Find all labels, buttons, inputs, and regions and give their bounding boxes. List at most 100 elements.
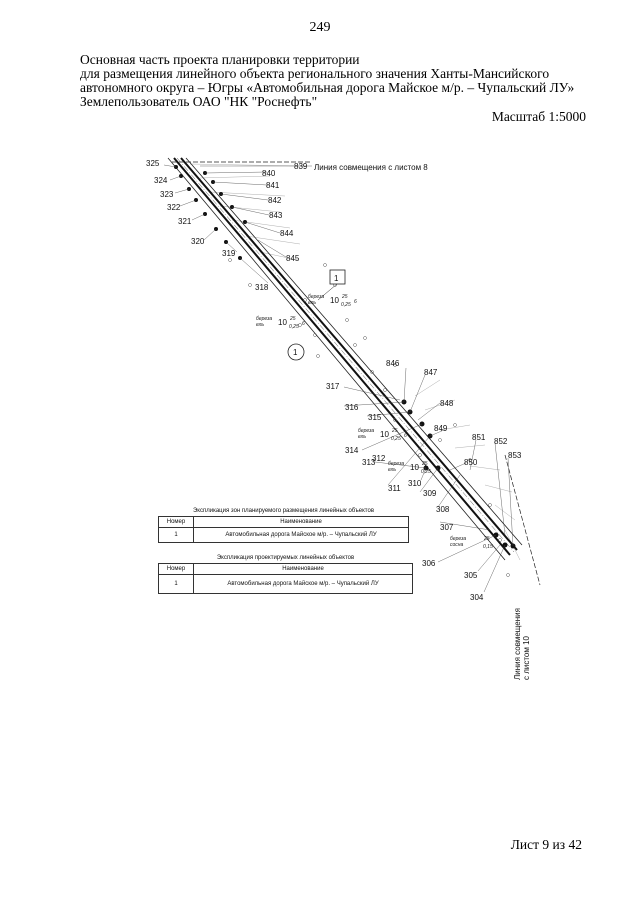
- legend-objects-row-name: Автомобильная дорога Майское м/р. – Чупа…: [193, 574, 413, 594]
- tree-formula-value: 25: [341, 294, 348, 300]
- tree-formula-value: 10: [278, 318, 287, 327]
- legend-objects-title: Экспликация проектируемых линейных объек…: [216, 555, 355, 561]
- document-header: Основная часть проекта планировки террит…: [80, 52, 575, 109]
- point-label: 306: [422, 559, 436, 568]
- header-line-1: Основная часть проекта планировки террит…: [80, 52, 360, 67]
- table-row: Номер Наименование: [158, 563, 413, 575]
- header-line-3: автономного округа – Югры «Автомобильная…: [80, 80, 575, 95]
- zone-boundary: [167, 157, 523, 561]
- right-point-labels: 839 840 841 842 843 844 845 846 847 848 …: [262, 162, 522, 467]
- point-label: 314: [345, 446, 359, 455]
- point-label: 305: [464, 571, 478, 580]
- match-line-top-label: Линия совмещения с листом 8: [314, 163, 428, 172]
- road-centerline: [176, 157, 515, 553]
- point-label: 853: [508, 451, 522, 460]
- point-label: 850: [464, 458, 478, 467]
- tree-formula-value: 6: [354, 299, 357, 305]
- tree-label: ель: [358, 434, 366, 440]
- point-label: 325: [146, 159, 160, 168]
- tree-formula-value: 0,25: [421, 469, 431, 475]
- header-line-4: Землепользователь ОАО "НК "Роснефть": [80, 94, 318, 109]
- tree-label: береза: [256, 316, 272, 322]
- left-point-labels: 325 324 323 322 321 320 319 318 317 316 …: [146, 159, 484, 602]
- leader-lines: [163, 164, 514, 593]
- sheet-footer: Лист 9 из 42: [510, 837, 582, 852]
- tree-formula-value: 6: [404, 433, 407, 439]
- road-lines: [173, 157, 518, 556]
- point-label: 839: [294, 162, 308, 171]
- legend-zones-col-name: Наименование: [193, 516, 409, 528]
- tree-label: ель: [308, 300, 316, 306]
- tree-label: береза: [358, 428, 374, 434]
- tree-formula-value: 25: [421, 461, 428, 467]
- tree-label: береза: [308, 294, 324, 300]
- point-label: 322: [167, 203, 181, 212]
- point-label: 852: [494, 437, 508, 446]
- point-label: 842: [268, 196, 282, 205]
- tree-formula-value: 10: [410, 463, 419, 472]
- point-label: 318: [255, 283, 269, 292]
- point-label: 315: [368, 413, 382, 422]
- match-line-bottom-label-2: с листом 10: [522, 635, 531, 680]
- map-scale: Масштаб 1:5000: [491, 109, 586, 124]
- header-line-2: для размещения линейного объекта региона…: [80, 66, 550, 81]
- legend-objects: Экспликация проектируемых линейных объек…: [158, 555, 413, 594]
- table-row: 1 Автомобильная дорога Майское м/р. – Чу…: [158, 574, 413, 594]
- point-label: 845: [286, 254, 300, 263]
- match-line-bottom-labels: Линия совмещения с листом 10: [513, 608, 531, 680]
- road-marker-label: 1: [334, 274, 339, 283]
- point-label: 320: [191, 237, 205, 246]
- vegetation-marks: [228, 258, 510, 577]
- tree-formula-value: 0,25: [391, 436, 401, 442]
- match-line-bottom-label-1: Линия совмещения: [513, 608, 522, 680]
- legend-objects-table: Номер Наименование 1 Автомобильная дорог…: [158, 563, 413, 594]
- point-label: 840: [262, 169, 276, 178]
- legend-zones-row-name: Автомобильная дорога Майское м/р. – Чупа…: [193, 527, 409, 543]
- hatch-zone-bottom: [414, 379, 521, 561]
- point-label: 848: [440, 399, 454, 408]
- tree-formula-4: береза ель 10 25 0,25: [388, 461, 431, 475]
- hatch-zone-top: [189, 163, 301, 261]
- tree-formula-value: 0,25: [341, 302, 351, 308]
- point-label: 310: [408, 479, 422, 488]
- legend-zones: Экспликация зон планируемого размещения …: [158, 508, 409, 543]
- legend-zones-row-num: 1: [158, 527, 194, 543]
- point-label: 324: [154, 176, 168, 185]
- tree-formula-5: береза сосна 25 0,15: [450, 536, 493, 550]
- match-line-bottom: [504, 454, 541, 586]
- tree-label: береза: [388, 461, 404, 467]
- road-marker-box: [329, 269, 346, 285]
- legend-zones-col-num: Номер: [158, 516, 194, 528]
- point-label: 316: [345, 403, 359, 412]
- point-label: 309: [423, 489, 437, 498]
- tree-formula-value: 6: [302, 321, 305, 327]
- point-label: 323: [160, 190, 174, 199]
- road-marker-leader: [317, 283, 338, 301]
- legend-objects-col-num: Номер: [158, 563, 194, 575]
- tree-formula-value: 25: [483, 536, 490, 542]
- tree-label: сосна: [450, 542, 464, 548]
- page-number: 249: [309, 20, 331, 35]
- legend-objects-col-name: Наименование: [193, 563, 413, 575]
- point-label: 847: [424, 368, 438, 377]
- legend-zones-title: Экспликация зон планируемого размещения …: [192, 508, 375, 514]
- point-label: 319: [222, 249, 236, 258]
- point-label: 841: [266, 181, 280, 190]
- point-label: 304: [470, 593, 484, 602]
- table-row: 1 Автомобильная дорога Майское м/р. – Чу…: [158, 527, 409, 543]
- zone-marker-circle: [287, 343, 305, 361]
- point-label: 311: [388, 484, 401, 493]
- point-label: 308: [436, 505, 450, 514]
- point-label: 843: [269, 211, 283, 220]
- legend-objects-row-num: 1: [158, 574, 194, 594]
- point-label: 313: [362, 458, 376, 467]
- tree-formula-value: 25: [289, 316, 296, 322]
- tree-formula-value: 0,15: [483, 544, 493, 550]
- point-label: 851: [472, 433, 486, 442]
- point-label: 321: [178, 217, 192, 226]
- point-label: 317: [326, 382, 340, 391]
- turning-points: [174, 165, 516, 549]
- table-row: Номер Наименование: [158, 516, 409, 528]
- tree-formula-value: 25: [391, 428, 398, 434]
